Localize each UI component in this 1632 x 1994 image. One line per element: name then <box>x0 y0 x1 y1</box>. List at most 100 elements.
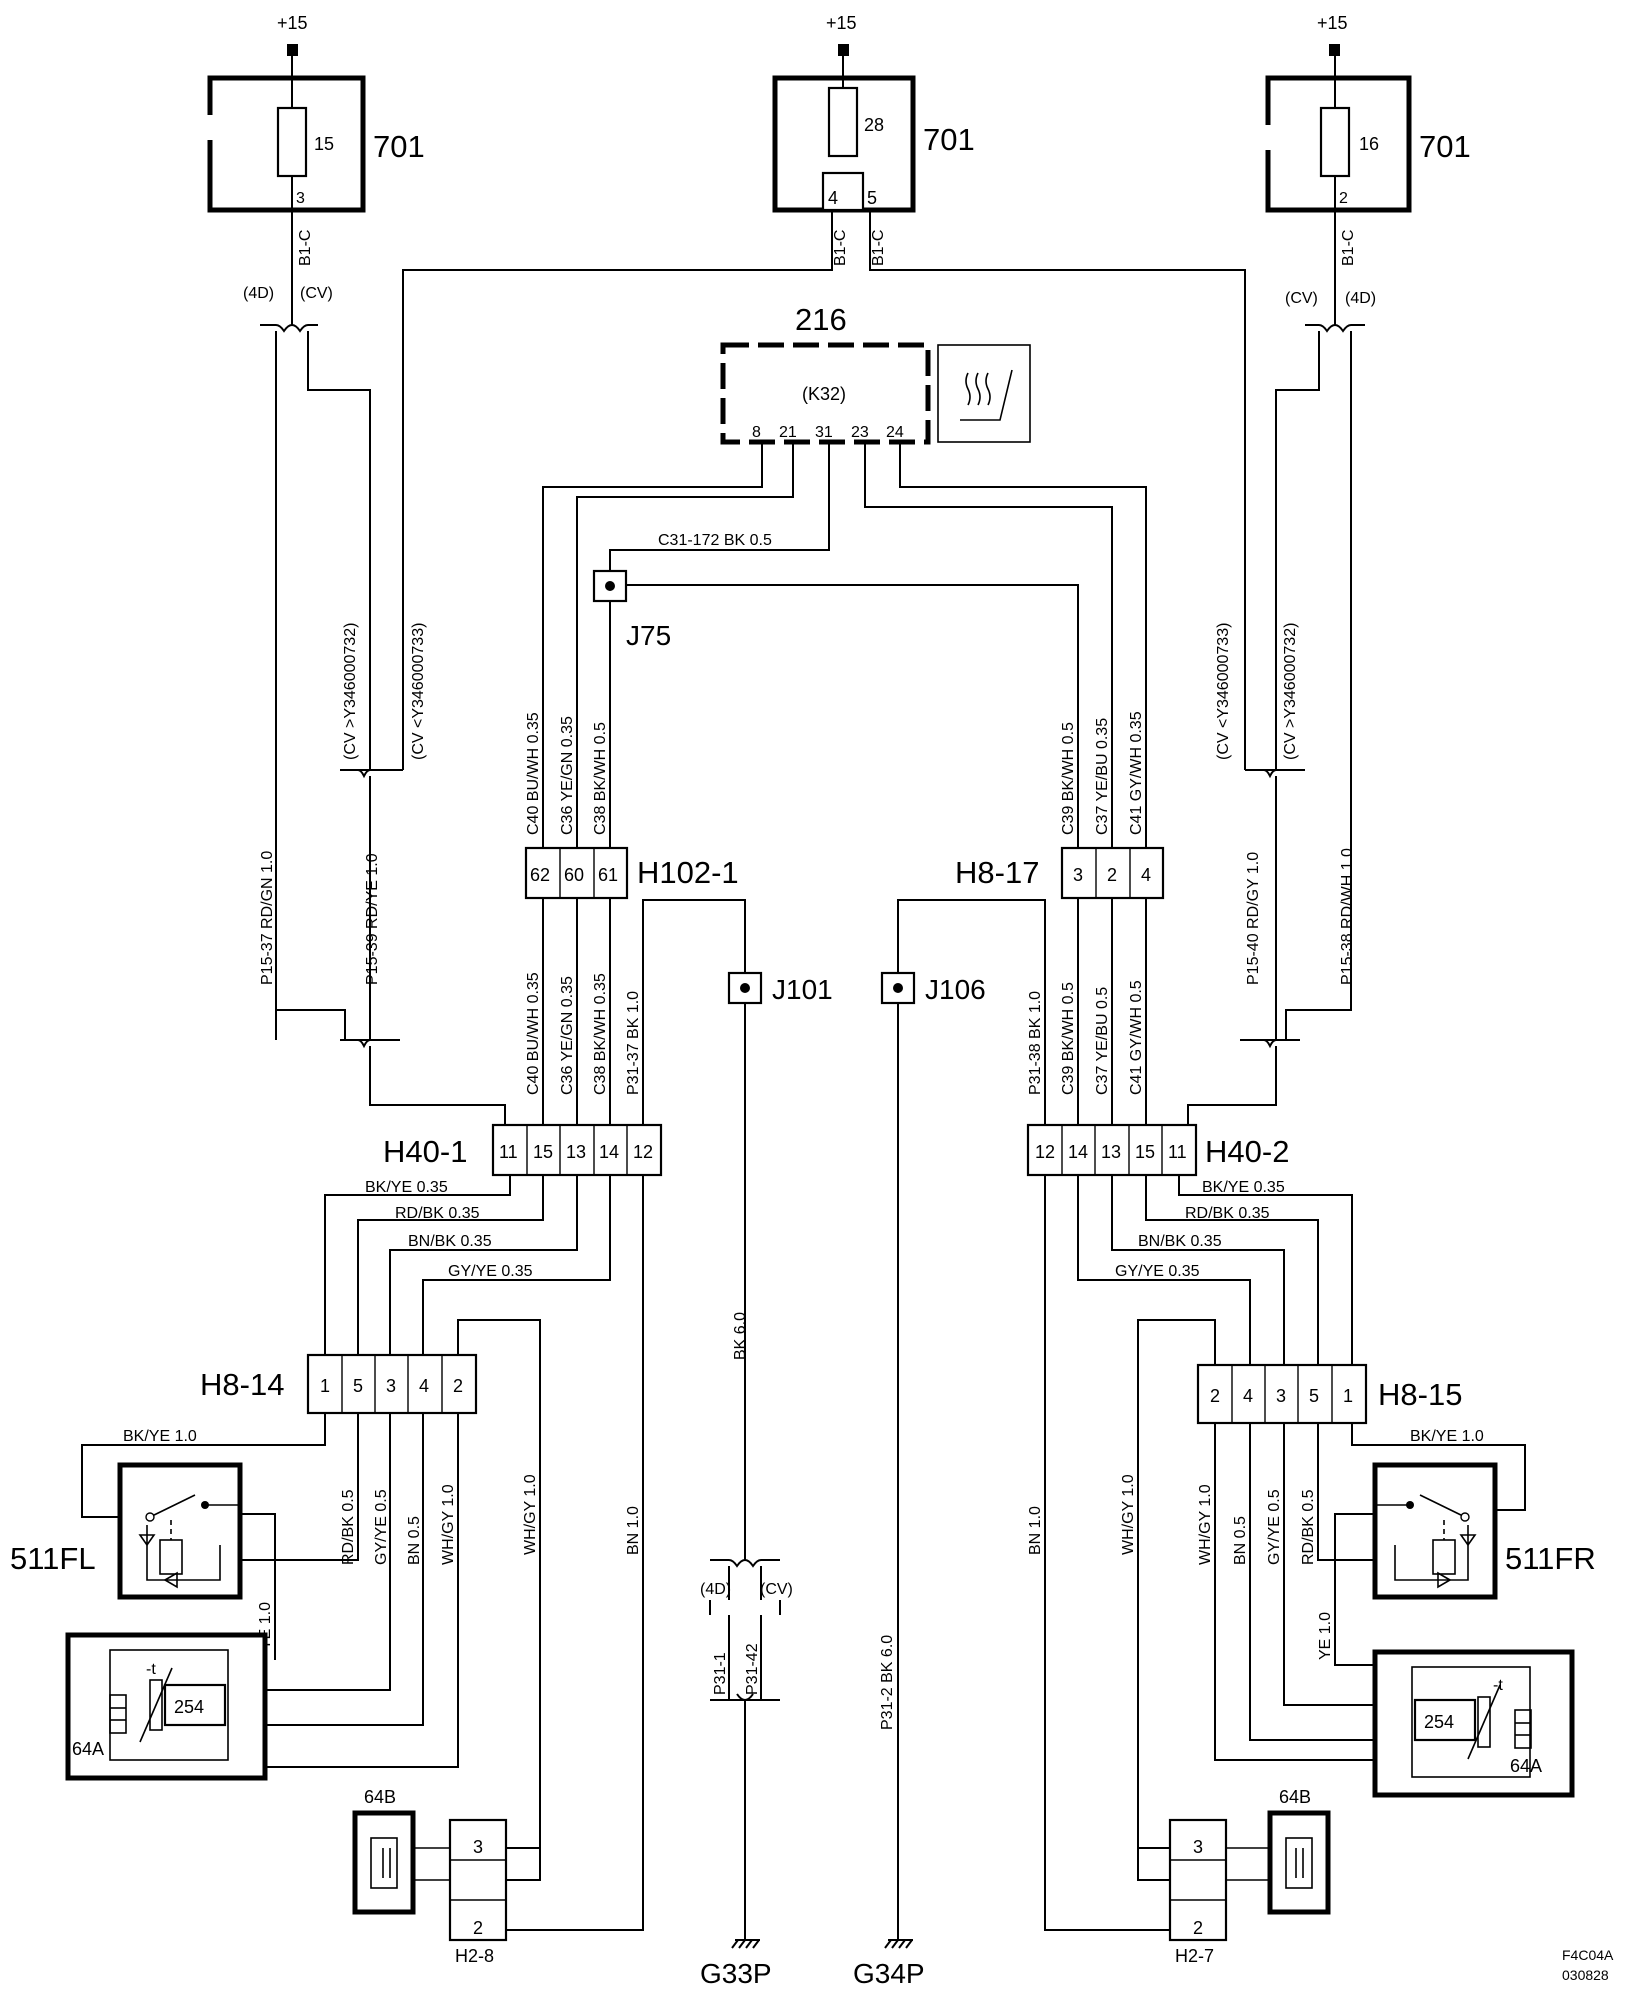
wire-c39: C39 BK/WH 0.5 <box>1060 722 1077 835</box>
wire-ye: YE 1.0 <box>1317 1612 1334 1660</box>
fuse-number: 15 <box>314 134 334 154</box>
connector-h102-1: 62 60 61 H102-1 <box>524 846 739 900</box>
connector-pin: 4 <box>1141 865 1151 885</box>
wire-bnbk: BN/BK 0.35 <box>408 1233 492 1250</box>
connector-pin: 4 <box>419 1376 429 1396</box>
wire-p31-1: P31-1 <box>712 1652 729 1695</box>
ground-wiring: (4D) (CV) P31-1 P31-42 G33P G34P <box>700 1003 925 1989</box>
wire-c37: C37 YE/BU 0.35 <box>1094 718 1111 835</box>
connector-pin: 3 <box>1276 1386 1286 1406</box>
wire-c31-172: C31-172 BK 0.5 <box>658 532 772 549</box>
mid-wiring: C40 BU/WH 0.35 C36 YE/GN 0.35 C38 BK/WH … <box>525 898 1147 1125</box>
wire-gyye: GY/YE 0.35 <box>1115 1263 1200 1280</box>
wire-p15-40: P15-40 RD/GY 1.0 <box>1245 852 1262 985</box>
wire-bkye: BK/YE 1.0 <box>123 1428 197 1445</box>
module-pin: 24 <box>886 424 904 441</box>
connector-h40-2: 12 14 13 15 11 H40-2 <box>1026 1123 1289 1177</box>
fusebox-id: 701 <box>373 129 425 164</box>
connector-pin: 12 <box>1035 1142 1055 1162</box>
variant-cv-old: (CV <Y346000733) <box>410 623 427 760</box>
wire-bkye: BK/YE 0.35 <box>365 1179 448 1196</box>
connector-pin: 5 <box>353 1376 363 1396</box>
connector-pin: 15 <box>533 1142 553 1162</box>
connector-pin: 4 <box>1243 1386 1253 1406</box>
fuse-16 <box>1319 106 1351 178</box>
wire-c40: C40 BU/WH 0.35 <box>525 972 542 1095</box>
connector-pin: 14 <box>1068 1142 1088 1162</box>
wire-gyye: GY/YE 0.35 <box>448 1263 533 1280</box>
wire-c41: C41 GY/WH 0.35 <box>1128 711 1145 835</box>
connector-h40-1: 11 15 13 14 12 H40-1 <box>383 1123 663 1177</box>
module-code: (K32) <box>802 384 846 404</box>
wire-p31-38: P31-38 BK 1.0 <box>1027 991 1044 1095</box>
heater-64b-left: 64B <box>352 1787 450 1915</box>
connector-id: H40-1 <box>383 1134 467 1169</box>
connector-pin: 2 <box>453 1376 463 1396</box>
top-wiring: (4D) (CV) (CV) (4D) (CV >Y346000732) (CV… <box>243 210 1376 1125</box>
lower-right-component-wiring: BK/YE 1.0 RD/BK 0.5 GY/YE 0.5 BN 0.5 WH/… <box>1137 1423 1526 1849</box>
wire-bk6: BK 6.0 <box>732 1312 749 1360</box>
connector-pin: 13 <box>566 1142 586 1162</box>
wire-p31-37: P31-37 BK 1.0 <box>625 991 642 1095</box>
variant-cv: (CV) <box>300 285 333 302</box>
wire-bn: BN 1.0 <box>625 1506 642 1555</box>
connector-pin: 2 <box>1210 1386 1220 1406</box>
wire-rdbk: RD/BK 0.5 <box>1300 1489 1317 1565</box>
connector-pin: 5 <box>1309 1386 1319 1406</box>
wire-rdbk: RD/BK 0.5 <box>340 1489 357 1565</box>
wire-c40: C40 BU/WH 0.35 <box>525 712 542 835</box>
wire-c38: C38 BK/WH 0.35 <box>592 973 609 1095</box>
figure-code: F4C04A 030828 <box>1562 1947 1614 1983</box>
fuse-28 <box>827 86 859 158</box>
connector-pin: 3 <box>386 1376 396 1396</box>
relay-511fl: 511FL <box>10 1462 243 1600</box>
connector-h2-8: 3 2 H2-8 <box>448 1818 508 1966</box>
wire-whgy: WH/GY 1.0 <box>522 1474 539 1555</box>
figure-id: F4C04A <box>1562 1947 1614 1963</box>
plus15-label: +15 <box>826 13 857 33</box>
connector-pin: 11 <box>499 1142 518 1162</box>
variant-cv: (CV) <box>760 1581 793 1598</box>
connector-pin: 14 <box>599 1142 619 1162</box>
wire-c36: C36 YE/GN 0.35 <box>559 716 576 835</box>
variant-4d: (4D) <box>243 285 274 302</box>
wire-whgy: WH/GY 1.0 <box>440 1484 457 1565</box>
svg-text:-t: -t <box>146 1661 156 1678</box>
heater-module-254-left: -t 254 64A <box>65 1632 268 1781</box>
wire-bn: BN 0.5 <box>1232 1516 1249 1565</box>
wire-c41: C41 GY/WH 0.5 <box>1128 980 1145 1095</box>
fusebox-id: 701 <box>1419 129 1471 164</box>
power-plus15-right: +15 <box>1317 13 1348 56</box>
component-id: 64B <box>1279 1787 1311 1807</box>
wire-p31-42: P31-42 <box>744 1643 761 1695</box>
wire-b1c: B1-C <box>1340 230 1357 266</box>
variant-cv: (CV) <box>1285 290 1318 307</box>
connector-pin: 13 <box>1101 1142 1121 1162</box>
fusebox-middle: 28 4 5 701 B1-C B1-C <box>772 56 975 266</box>
component-id: 511FL <box>10 1541 96 1576</box>
fuse-pin: 3 <box>296 190 305 207</box>
splice-label: J106 <box>925 974 986 1005</box>
component-id: 64B <box>364 1787 396 1807</box>
connector-id: H8-15 <box>1378 1377 1462 1412</box>
variant-4d: (4D) <box>1345 290 1376 307</box>
component-id: 64A <box>1510 1756 1542 1776</box>
connector-pin: 2 <box>473 1918 483 1938</box>
wire-bkye: BK/YE 0.35 <box>1202 1179 1285 1196</box>
ground-label: G33P <box>700 1958 772 1989</box>
module-pin: 31 <box>815 424 833 441</box>
wire-whgy: WH/GY 1.0 <box>1120 1474 1137 1555</box>
wire-rdbk: RD/BK 0.35 <box>1185 1205 1270 1222</box>
wire-whgy: WH/GY 1.0 <box>1197 1484 1214 1565</box>
wire-p31-2: P31-2 BK 6.0 <box>879 1635 896 1730</box>
splice-j75: J75 <box>592 569 671 651</box>
heater-module-254-right: -t 254 64A <box>1372 1649 1575 1798</box>
fusebox-id: 701 <box>923 122 975 157</box>
variant-cv-new: (CV >Y346000732) <box>1282 623 1299 760</box>
connector-pin: 1 <box>1343 1386 1353 1406</box>
connector-pin: 1 <box>320 1376 330 1396</box>
power-plus15-left: +15 <box>277 13 308 56</box>
variant-cv-new: (CV >Y346000732) <box>342 623 359 760</box>
ground-label: G34P <box>853 1958 925 1989</box>
